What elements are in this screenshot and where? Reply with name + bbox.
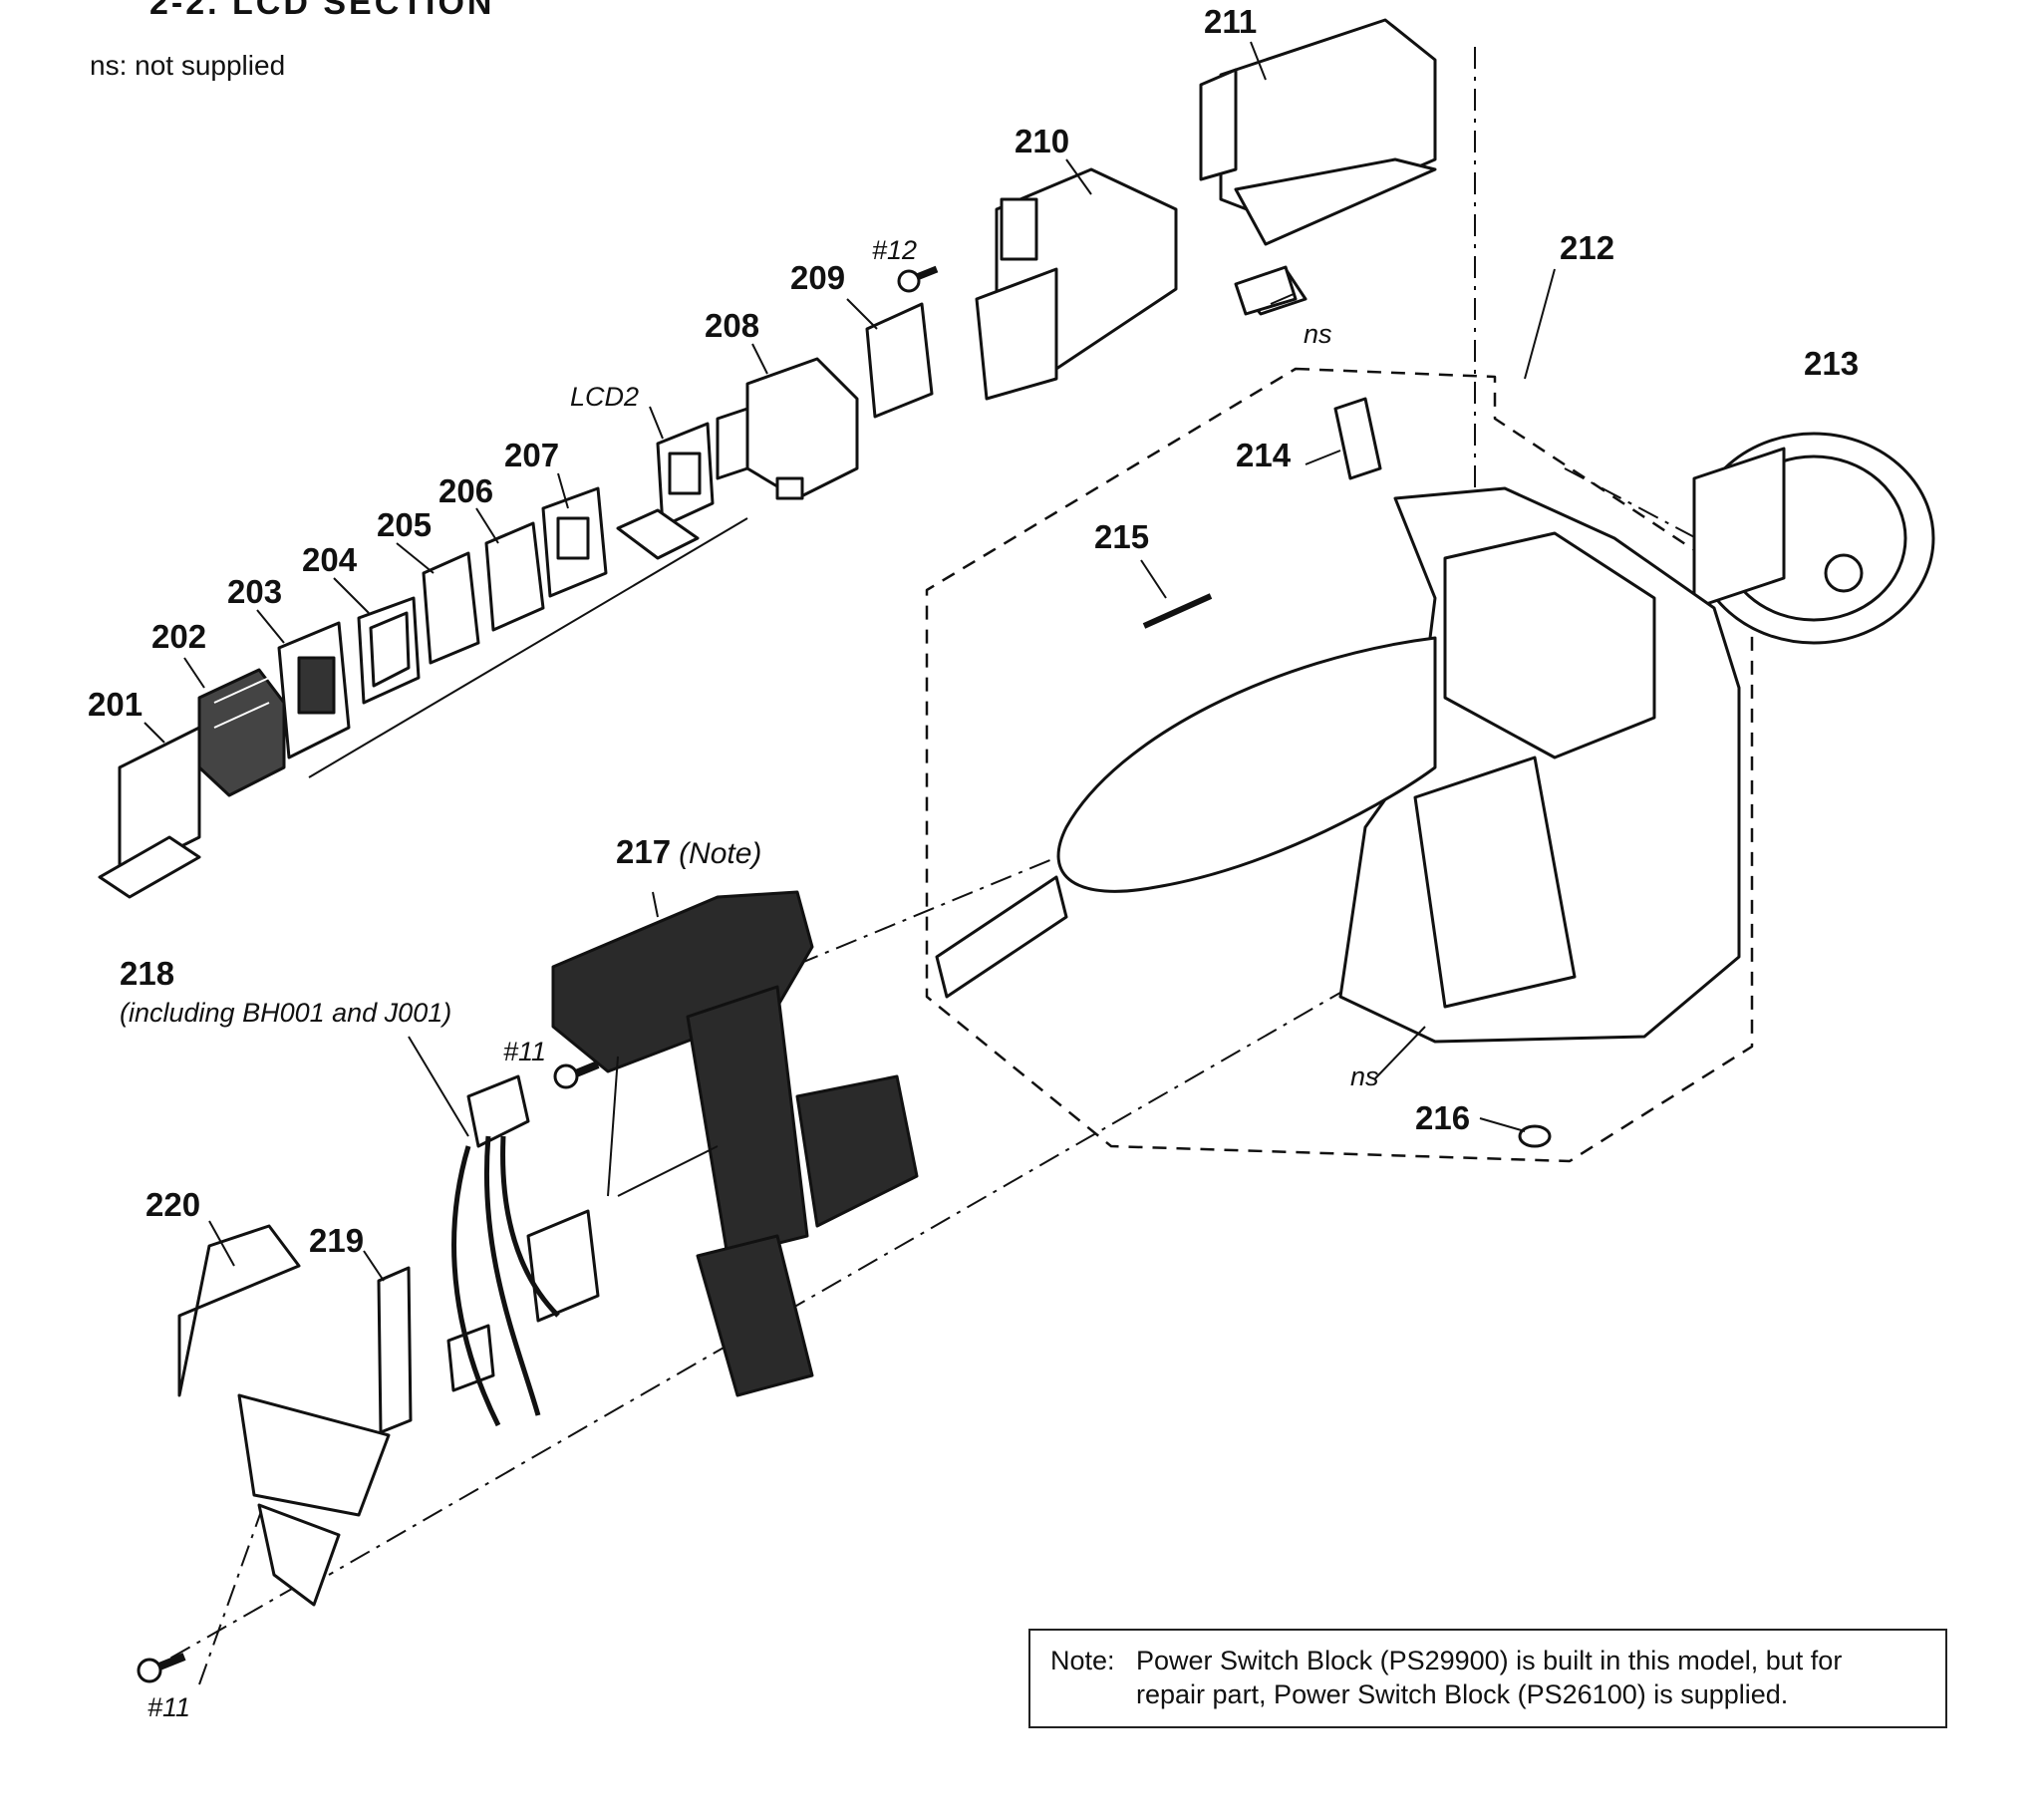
label-ns-lower: ns [1350, 1062, 1379, 1091]
callout-202: 202 [151, 618, 207, 655]
callout-219: 219 [309, 1222, 365, 1259]
label-ns-upper: ns [1304, 319, 1332, 349]
part-213-cover [1692, 432, 1935, 645]
part-201-flex-cable [98, 726, 230, 899]
label-screw-11-bottom: #11 [147, 1692, 191, 1722]
part-215-pin [1142, 593, 1213, 629]
note-line-1: Power Switch Block (PS29900) is built in… [1136, 1646, 1843, 1675]
callout-212: 212 [1560, 229, 1615, 266]
label-screw-11-mid: #11 [503, 1037, 547, 1066]
note-line-2: repair part, Power Switch Block (PS26100… [1136, 1679, 1789, 1709]
part-lcd2-panel [616, 422, 715, 560]
part-212-main-body [935, 486, 1741, 1044]
screw-11-mid [553, 1061, 600, 1089]
note-prefix: Note: [1050, 1646, 1115, 1675]
callout-210: 210 [1015, 123, 1070, 159]
part-ns-clip-upper [1234, 265, 1298, 316]
callout-206: 206 [438, 472, 494, 509]
part-210-bracket [975, 167, 1178, 401]
label-lcd2: LCD2 [570, 382, 640, 412]
section-title: 2-2. LCD SECTION [149, 0, 495, 22]
callout-201: 201 [88, 686, 144, 723]
label-screw-12: #12 [872, 235, 918, 265]
callout-217-note: (Note) [679, 837, 762, 870]
callout-220: 220 [146, 1186, 201, 1223]
part-209-sheet [865, 302, 934, 419]
callout-207: 207 [504, 437, 560, 473]
part-217-power-switch-block [551, 890, 919, 1397]
note-box: Note: Power Switch Block (PS29900) is bu… [1028, 1629, 1947, 1728]
callout-204: 204 [302, 541, 358, 578]
callout-217: 217(Note) [616, 835, 761, 869]
callout-215: 215 [1094, 518, 1150, 555]
part-218-harness [446, 1074, 600, 1427]
part-205-sheet [422, 551, 480, 665]
legend-ns-not-supplied: ns: not supplied [90, 50, 286, 81]
part-203-frame [277, 621, 351, 759]
assembly-boundary-212 [925, 367, 1754, 1163]
part-211-housing [1199, 18, 1437, 316]
screw-12 [897, 265, 939, 293]
part-206-sheet [484, 521, 545, 632]
callout-205: 205 [377, 506, 433, 543]
callout-218-including: (including BH001 and J001) [120, 998, 452, 1028]
callout-203: 203 [227, 573, 283, 610]
callout-214: 214 [1236, 437, 1292, 473]
part-214-clip [1333, 397, 1382, 480]
part-220-bracket [177, 1224, 391, 1607]
part-202-backlight [197, 668, 286, 797]
callout-213: 213 [1804, 345, 1860, 382]
screw-11-bottom [137, 1653, 186, 1683]
part-216-foot [1518, 1124, 1552, 1148]
part-204-sheet [357, 596, 421, 705]
callout-218: 218 [120, 955, 175, 992]
part-219-sheet [377, 1266, 413, 1434]
callout-209: 209 [790, 259, 846, 296]
callout-217-number: 217 [616, 833, 672, 870]
part-208-holder [716, 357, 859, 500]
callout-216: 216 [1415, 1099, 1471, 1136]
callout-211: 211 [1204, 3, 1258, 40]
callout-208: 208 [705, 307, 760, 344]
